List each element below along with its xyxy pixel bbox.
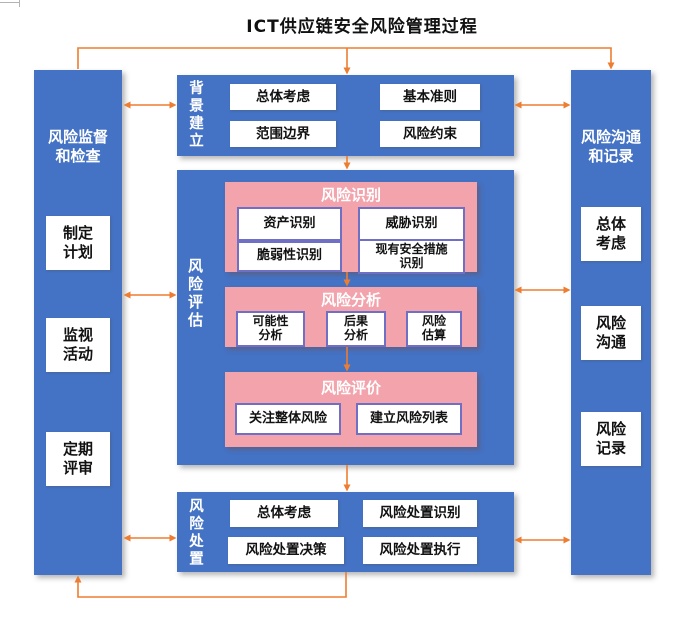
item-treatment-identification: 风险处置识别 [363, 500, 477, 527]
item-overall-consideration-right: 总体 考虑 [581, 207, 641, 261]
panel-risk-communication-label: 风险沟通 和记录 [580, 128, 641, 165]
item-vulnerability-identification: 脆弱性识别 [237, 241, 342, 272]
item-risk-list-building: 建立风险列表 [356, 403, 462, 435]
item-treatment-decision: 风险处置决策 [228, 537, 344, 564]
item-risk-constraints: 风险约束 [380, 121, 480, 147]
connector-treatment-to-supervision-loop [74, 572, 347, 598]
panel-risk-supervision: 风险监督 和检查 制定 计划 监视 活动 定期 评审 [34, 70, 122, 575]
panel-risk-communication: 风险沟通 和记录 总体 考虑 风险 沟通 风险 记录 [571, 70, 651, 575]
item-asset-identification: 资产识别 [237, 207, 342, 241]
item-scope-boundary: 范围边界 [230, 121, 336, 147]
risk-evaluation-title: 风险评价 [320, 379, 381, 397]
item-overall-consideration-context: 总体考虑 [230, 84, 336, 110]
item-risk-record: 风险 记录 [581, 412, 641, 466]
page-border-artifact-v [19, 0, 20, 7]
risk-identification-title: 风险识别 [320, 186, 381, 204]
section-risk-treatment: 风险处置 总体考虑 风险处置识别 风险处置决策 风险处置执行 [177, 492, 514, 572]
subsection-risk-identification: 风险识别 资产识别 威胁识别 脆弱性识别 现有安全措施 识别 [225, 182, 477, 274]
section-assessment-label: 风险评估 [186, 258, 204, 330]
section-context-label: 背景建立 [187, 80, 203, 150]
item-treatment-execution: 风险处置执行 [363, 537, 477, 564]
item-basic-criteria: 基本准则 [380, 84, 480, 110]
item-threat-identification: 威胁识别 [358, 207, 465, 241]
item-existing-controls-identification: 现有安全措施 识别 [358, 239, 465, 274]
section-treatment-label: 风险处置 [187, 498, 203, 568]
diagram-title: ICT供应链安全风险管理过程 [246, 17, 478, 37]
item-monitor-activities: 监视 活动 [46, 318, 110, 372]
item-likelihood-analysis: 可能性 分析 [236, 311, 305, 347]
risk-analysis-title: 风险分析 [320, 291, 381, 309]
item-risk-estimation: 风险 估算 [406, 311, 462, 347]
item-risk-communication: 风险 沟通 [581, 306, 641, 360]
item-make-plan: 制定 计划 [46, 216, 110, 270]
item-overall-consideration-treatment: 总体考虑 [230, 500, 338, 527]
item-overall-risk-focus: 关注整体风险 [235, 403, 341, 435]
page-border-artifact-h [0, 2, 19, 3]
subsection-risk-evaluation: 风险评价 关注整体风险 建立风险列表 [225, 372, 477, 447]
item-consequence-analysis: 后果 分析 [326, 311, 386, 347]
section-context-establishment: 背景建立 总体考虑 基本准则 范围边界 风险约束 [177, 75, 514, 156]
panel-risk-supervision-label: 风险监督 和检查 [47, 128, 108, 165]
section-risk-assessment: 风险评估 风险识别 资产识别 威胁识别 脆弱性识别 现有安全措施 识别 风险分析… [177, 170, 514, 465]
subsection-risk-analysis: 风险分析 可能性 分析 后果 分析 风险 估算 [225, 287, 477, 347]
item-periodic-review: 定期 评审 [46, 432, 110, 486]
connector-top-span [77, 47, 615, 70]
